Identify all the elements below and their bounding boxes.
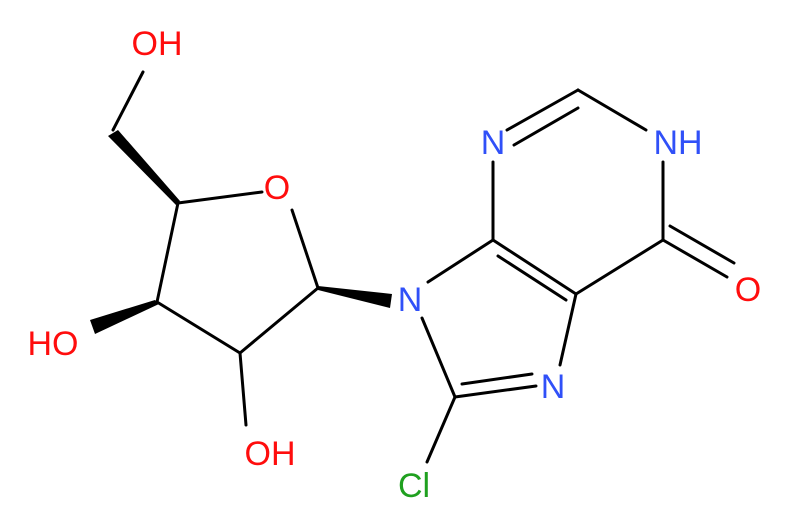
atom-cl: Cl [398,467,430,505]
atom-labels: OH O HO OH N N NH O N Cl [28,25,762,505]
bond-c8-n7 [453,384,538,399]
atom-n3: N [481,124,506,162]
atom-ho-left: HO [28,325,79,363]
wedge-c4-c5 [108,130,180,205]
bond-c2-oh [238,351,248,427]
bond-c4-c5 [491,238,578,296]
bond-c2-c1 [238,286,320,355]
bond-n3-c2-double [512,106,580,147]
bond-c4-o4 [176,190,264,205]
atom-n1h: NH [653,124,702,162]
bond-c8-n7-double [460,372,534,386]
wedge-c3-oh [90,300,159,334]
bond-n9-c8 [420,316,457,399]
bond-c5-oh [111,70,145,132]
bond-c4-c5-double [496,254,568,302]
bond-c6-o-double [668,224,736,265]
atom-n9: N [398,281,423,319]
bond-c2-n1 [576,88,648,132]
bond-c6-c5 [574,238,665,296]
bond-c3-c2 [155,300,242,355]
atom-oh-bottom: OH [245,435,296,473]
atom-n7: N [541,368,566,406]
bond-n9-c4 [426,238,495,284]
bond-c6-o [661,238,729,279]
atom-o6: O [735,271,761,309]
atom-oh-top: OH [132,25,183,63]
purine-ring [420,88,736,464]
bond-c4-c3 [155,201,180,304]
bond-c8-cl [425,395,457,464]
bond-n7-c5 [558,292,578,367]
atom-o-ring: O [264,169,290,207]
bond-o4-c1 [290,208,320,290]
bond-n3-c2 [505,88,580,132]
ribose-ring [90,70,392,427]
wedge-c1-n9 [318,286,392,308]
